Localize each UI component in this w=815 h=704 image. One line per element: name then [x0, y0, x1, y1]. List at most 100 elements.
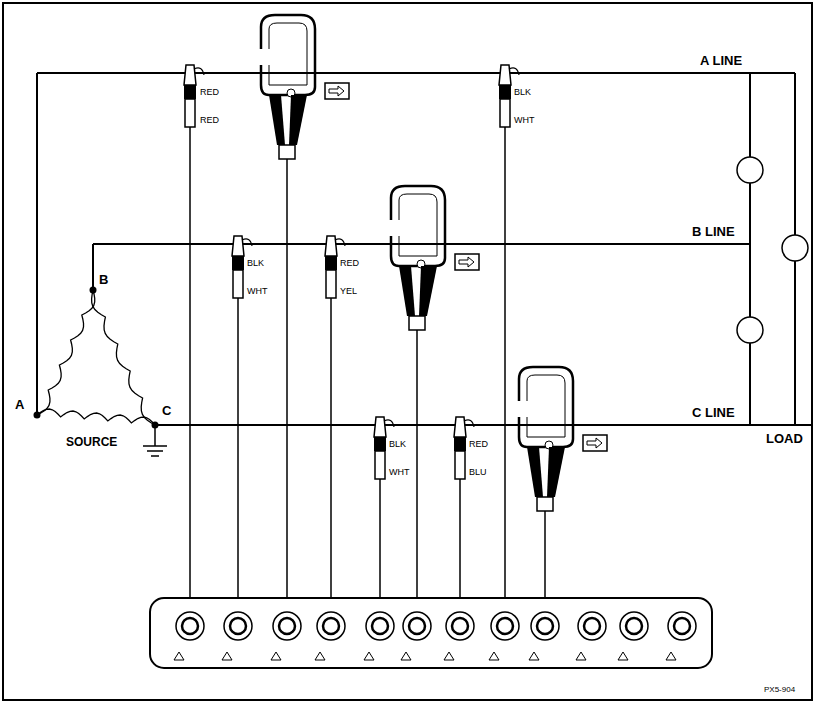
- instrument-panel: [150, 598, 712, 668]
- clamp-jaw: [261, 15, 315, 95]
- lead-wire: [504, 127, 506, 598]
- clamp-handle: [547, 447, 565, 497]
- clip-color-label: BLK: [247, 259, 264, 268]
- lead-color-label: WHT: [514, 116, 535, 125]
- clip-body: [185, 99, 195, 127]
- input-jack: [452, 618, 468, 634]
- input-jack: [531, 612, 559, 640]
- input-jack: [578, 612, 606, 640]
- clip-lever: [194, 68, 204, 75]
- terminal-dot: [34, 412, 41, 419]
- current-clamp: [391, 186, 479, 598]
- warning-symbol: [364, 652, 374, 660]
- direction-arrow: [459, 257, 474, 267]
- input-jack: [674, 618, 690, 634]
- clip-lever: [335, 239, 345, 246]
- input-jack: [323, 618, 339, 634]
- ground-symbol: [143, 445, 167, 447]
- clamp-jaw: [527, 375, 565, 437]
- clip-body: [375, 451, 385, 479]
- c-line: [155, 424, 813, 426]
- b-line: [92, 244, 94, 290]
- load-label: LOAD: [766, 432, 803, 445]
- warning-symbol: [315, 652, 325, 660]
- lead-wire: [237, 298, 239, 598]
- clamp-handle: [289, 95, 307, 145]
- input-jack: [497, 618, 513, 634]
- a-line: [36, 73, 38, 415]
- lead-wire: [330, 298, 332, 598]
- lead-wire: [189, 127, 191, 598]
- input-jack: [626, 618, 642, 634]
- terminal-label: B: [99, 273, 108, 286]
- warning-symbol: [618, 652, 628, 660]
- source-winding: [37, 409, 155, 425]
- warning-symbol: [576, 652, 586, 660]
- ground-symbol: [151, 455, 159, 457]
- clip-color-label: BLK: [514, 88, 531, 97]
- clip-body: [233, 270, 243, 298]
- clamp-handle: [399, 266, 415, 316]
- current-clamp: [261, 15, 349, 598]
- clip-boot: [499, 85, 511, 99]
- warning-symbol: [222, 652, 232, 660]
- a-line: [37, 72, 795, 74]
- voltage-clip: [184, 65, 204, 598]
- clamp-jaw: [519, 367, 573, 447]
- clip-color-label: RED: [469, 440, 488, 449]
- direction-arrow: [329, 86, 344, 96]
- direction-arrow-box: [325, 83, 349, 99]
- warning-symbol: [529, 652, 539, 660]
- clip-lever: [464, 420, 474, 427]
- clip-boot: [232, 256, 244, 270]
- voltage-clip: [499, 65, 519, 598]
- clamp-jaw: [399, 194, 437, 256]
- clamp-grip: [279, 145, 295, 159]
- lead-color-label: BLU: [469, 468, 487, 477]
- clip-lever: [384, 420, 394, 427]
- lead-wire: [416, 330, 418, 598]
- figure-id: PX5-904: [764, 686, 795, 694]
- clamp-grip: [409, 316, 425, 330]
- input-jack: [317, 612, 345, 640]
- clip-jaw: [325, 236, 337, 256]
- clip-jaw: [454, 417, 466, 437]
- input-jack: [537, 618, 553, 634]
- terminal-label: C: [162, 404, 171, 417]
- input-jack: [182, 618, 198, 634]
- input-jack: [366, 612, 394, 640]
- clip-jaw: [232, 236, 244, 256]
- lead-wire: [379, 479, 381, 598]
- lead-color-label: WHT: [389, 468, 410, 477]
- lead-wire: [544, 511, 546, 598]
- line-label: B LINE: [692, 225, 735, 238]
- clip-body: [500, 99, 510, 127]
- warning-symbol: [174, 652, 184, 660]
- source-winding: [92, 290, 155, 425]
- warning-symbol: [444, 652, 454, 660]
- terminal-label: A: [15, 398, 24, 411]
- clamp-jaw: [391, 186, 445, 266]
- frame: [3, 3, 812, 700]
- input-jack: [668, 612, 696, 640]
- warning-symbol: [271, 652, 281, 660]
- input-jack: [584, 618, 600, 634]
- warning-symbol: [401, 652, 411, 660]
- direction-arrow-box: [583, 435, 607, 451]
- load-element: [782, 235, 808, 261]
- ground-wire: [154, 425, 156, 446]
- clip-color-label: BLK: [389, 440, 406, 449]
- clip-color-label: RED: [340, 259, 359, 268]
- input-jack: [409, 618, 425, 634]
- clip-lever: [242, 239, 252, 246]
- clip-body: [455, 451, 465, 479]
- clip-jaw: [499, 65, 511, 85]
- line-label: A LINE: [700, 54, 742, 67]
- source-label: SOURCE: [66, 436, 117, 448]
- clip-jaw: [374, 417, 386, 437]
- b-line: [93, 243, 750, 245]
- load-element: [737, 317, 763, 343]
- input-jack: [446, 612, 474, 640]
